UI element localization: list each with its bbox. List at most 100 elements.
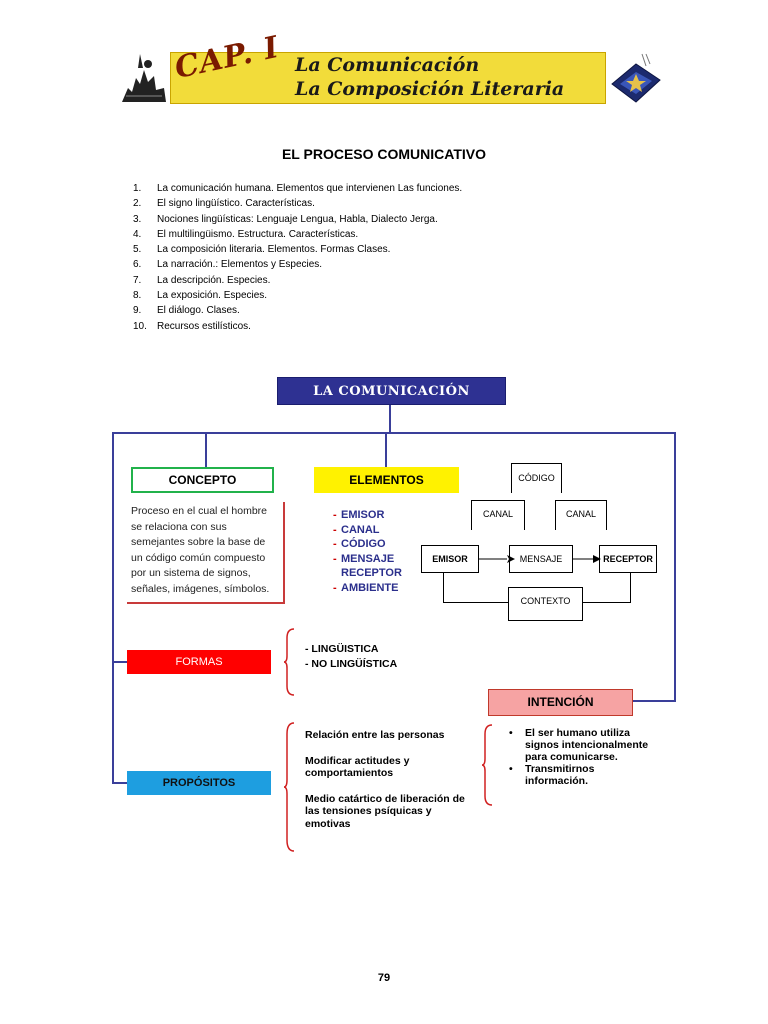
topic-text: La descripción. Especies. bbox=[157, 274, 271, 286]
element-item: -CANAL bbox=[333, 523, 402, 538]
connector bbox=[112, 661, 128, 663]
topic-number: 2. bbox=[133, 198, 142, 210]
element-label: RECEPTOR bbox=[341, 567, 402, 579]
topic-number: 10. bbox=[133, 320, 147, 332]
codigo-box: CÓDIGO bbox=[511, 463, 562, 493]
topic-text: Recursos estilísticos. bbox=[157, 320, 251, 332]
chapter-label: CAP. I bbox=[171, 29, 283, 86]
element-item: -EMISOR bbox=[333, 508, 402, 523]
element-dash: - bbox=[333, 509, 337, 521]
brace-icon bbox=[284, 722, 295, 852]
element-dash: - bbox=[333, 523, 337, 536]
canal-right-box: CANAL bbox=[555, 500, 607, 530]
banner-title-1: La Comunicación bbox=[295, 54, 480, 76]
topic-item: 2. El signo lingüístico. Características. bbox=[133, 196, 462, 211]
topic-text: Nociones lingüísticas: Lenguaje Lengua, … bbox=[157, 213, 438, 225]
element-label: CANAL bbox=[341, 523, 380, 536]
topic-number: 8. bbox=[133, 290, 142, 302]
connector bbox=[112, 432, 676, 434]
mensaje-box: MENSAJE bbox=[509, 545, 573, 573]
connector bbox=[583, 602, 631, 603]
main-concept-box: LA COMUNICACIÓN bbox=[277, 377, 506, 405]
topic-number: 7. bbox=[133, 274, 142, 286]
purposes-list: Relación entre las personas Modificar ac… bbox=[305, 729, 465, 843]
chapter-banner: CAP. I La Comunicación La Composición Li… bbox=[170, 30, 606, 104]
connector bbox=[112, 782, 128, 784]
topic-number: 9. bbox=[133, 305, 142, 317]
intencion-box: INTENCIÓN bbox=[488, 689, 633, 716]
element-item: -CÓDIGO bbox=[333, 537, 402, 552]
element-label: AMBIENTE bbox=[341, 581, 399, 594]
document-title: EL PROCESO COMUNICATIVO bbox=[281, 146, 487, 162]
brace-icon bbox=[482, 724, 493, 806]
topic-number: 5. bbox=[133, 244, 142, 256]
purpose-item: Relación entre las personas bbox=[305, 729, 445, 741]
emisor-box: EMISOR bbox=[421, 545, 479, 573]
intention-item: •Transmitirnos información. bbox=[509, 763, 595, 787]
connector bbox=[443, 573, 444, 603]
topic-item: 9. El diálogo. Clases. bbox=[133, 303, 462, 318]
topic-item: 10. Recursos estilísticos. bbox=[133, 319, 462, 334]
brace-icon bbox=[284, 628, 295, 696]
connector bbox=[385, 432, 387, 468]
element-label: EMISOR bbox=[341, 509, 385, 521]
banner-title-2: La Composición Literaria bbox=[295, 78, 565, 100]
book-illustration bbox=[606, 50, 664, 108]
formas-box: FORMAS bbox=[127, 650, 271, 674]
topic-item: 6. La narración.: Elementos y Especies. bbox=[133, 257, 462, 272]
contexto-box: CONTEXTO bbox=[508, 587, 583, 621]
schema-arrows bbox=[479, 555, 601, 563]
concepto-box: CONCEPTO bbox=[131, 467, 274, 493]
topic-text: La narración.: Elementos y Especies. bbox=[157, 259, 323, 271]
topic-item: 1. La comunicación humana. Elementos que … bbox=[133, 181, 462, 196]
topic-text: La composición literaria. Elementos. For… bbox=[157, 244, 391, 256]
topic-number: 1. bbox=[133, 183, 142, 194]
topics-list: 1. La comunicación humana. Elementos que … bbox=[133, 181, 462, 334]
element-dash: - bbox=[333, 538, 337, 550]
element-dash: - bbox=[333, 581, 337, 594]
topic-item: 5. La composición literaria. Elementos. F… bbox=[133, 242, 462, 257]
topic-text: La comunicación humana. Elementos que in… bbox=[157, 183, 463, 194]
purpose-item: Modificar actitudes y comportamientos bbox=[305, 754, 410, 780]
element-item: RECEPTOR bbox=[333, 566, 402, 581]
connector bbox=[112, 432, 114, 784]
purpose-item: Medio catártico de liberación de las ten… bbox=[305, 792, 465, 830]
topic-number: 3. bbox=[133, 213, 142, 225]
topic-text: La exposición. Especies. bbox=[157, 290, 268, 302]
topic-item: 3. Nociones lingüísticas: Lenguaje Lengua… bbox=[133, 212, 462, 227]
arrow-right-icon bbox=[593, 555, 601, 563]
form-item: - NO LINGÜÍSTICA bbox=[305, 657, 398, 670]
connector bbox=[633, 700, 676, 702]
connector bbox=[630, 573, 631, 603]
elementos-box: ELEMENTOS bbox=[314, 467, 459, 493]
forms-list: - LINGÜISTICA - NO LINGÜÍSTICA bbox=[305, 642, 397, 671]
canal-left-box: CANAL bbox=[471, 500, 525, 530]
element-label: MENSAJE bbox=[341, 552, 395, 565]
topic-item: 7. La descripción. Especies. bbox=[133, 273, 462, 288]
element-item: -MENSAJE bbox=[333, 552, 402, 567]
topic-number: 4. bbox=[133, 228, 142, 240]
concept-definition: Proceso en el cual el hombre se relacion… bbox=[127, 502, 285, 604]
quixote-illustration bbox=[118, 48, 170, 106]
propositos-box: PROPÓSITOS bbox=[127, 771, 271, 795]
page-number: 79 bbox=[377, 972, 391, 984]
intention-list: •El ser humano utiliza signos intenciona… bbox=[509, 727, 659, 787]
element-dash: - bbox=[333, 552, 337, 565]
topic-text: El diálogo. Clases. bbox=[157, 305, 240, 317]
topic-text: El signo lingüístico. Características. bbox=[157, 198, 315, 210]
arrow-right-icon bbox=[507, 555, 515, 563]
topic-item: 8. La exposición. Especies. bbox=[133, 288, 462, 303]
connector bbox=[389, 405, 391, 433]
receptor-box: RECEPTOR bbox=[599, 545, 657, 573]
element-item: -AMBIENTE bbox=[333, 581, 402, 596]
form-item: - LINGÜISTICA bbox=[305, 643, 379, 655]
element-label: CÓDIGO bbox=[341, 538, 386, 550]
topic-text: El multilingüismo. Estructura. Caracterí… bbox=[157, 228, 359, 240]
topic-number: 6. bbox=[133, 259, 142, 271]
connector bbox=[443, 602, 508, 603]
topic-item: 4. El multilingüismo. Estructura. Caracte… bbox=[133, 227, 462, 242]
connector bbox=[205, 432, 207, 468]
intention-item: •El ser humano utiliza signos intenciona… bbox=[509, 727, 649, 763]
connector bbox=[674, 432, 676, 702]
